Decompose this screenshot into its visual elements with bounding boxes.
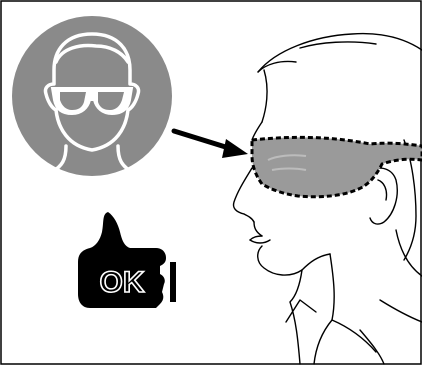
eye-protection-sign-icon xyxy=(12,16,172,176)
ok-label: OK xyxy=(100,266,145,299)
